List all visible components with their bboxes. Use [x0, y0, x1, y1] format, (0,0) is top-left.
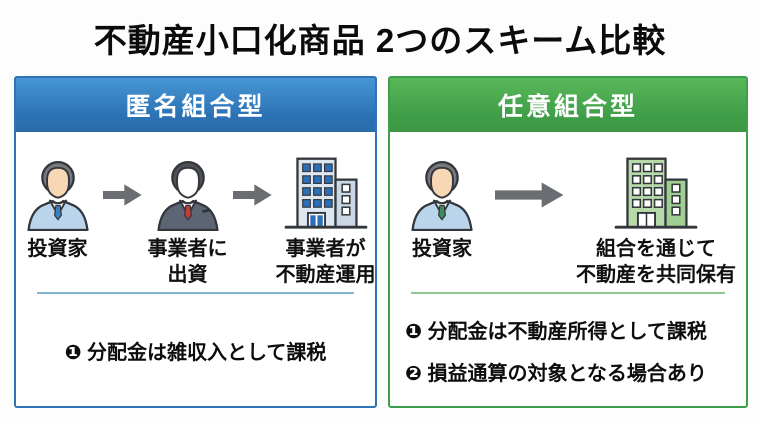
- flow-step-label-line: 組合を通じて: [596, 238, 716, 260]
- panel-anonymous-partnership: 匿名組合型 投資家: [14, 76, 377, 408]
- flow-step-label-line: 事業者に: [147, 238, 228, 260]
- section-divider: [411, 292, 725, 294]
- flow-step-business-operator: 事業者に 出資: [146, 149, 230, 289]
- flow-step-label: 事業者が 不動産運用: [276, 236, 376, 289]
- section-divider: [37, 292, 354, 294]
- arrow-right-icon: [495, 178, 565, 217]
- notes-right: ❶ 分配金は不動産所得として課税 ❷ 損益通算の対象となる場合あり: [390, 294, 746, 406]
- panel-voluntary-partnership: 任意組合型 投資家: [388, 76, 748, 408]
- flow-step-investor: 投資家: [400, 149, 484, 262]
- panel-body-voluntary: 投資家: [390, 132, 746, 406]
- office-building-icon: [612, 149, 700, 231]
- note-item: ❶ 分配金は不動産所得として課税: [405, 320, 707, 343]
- flow-step-real-estate: 組合を通じて 不動産を共同保有: [576, 149, 736, 289]
- investor-person-icon: [16, 149, 100, 231]
- panel-header-anonymous: 匿名組合型: [16, 78, 375, 132]
- notes-left: ❶ 分配金は雑収入として課税: [16, 294, 375, 406]
- investor-person-icon: [400, 149, 484, 231]
- office-building-icon: [282, 149, 370, 231]
- flow-step-label: 投資家: [28, 236, 88, 262]
- note-item: ❶ 分配金は雑収入として課税: [64, 341, 327, 364]
- page-title: 不動産小口化商品 2つのスキーム比較: [93, 22, 667, 59]
- flow-diagram-left: 投資家: [16, 132, 376, 292]
- business-operator-person-icon: [146, 149, 230, 231]
- flow-step-label-line: 投資家: [27, 238, 88, 260]
- flow-step-label-line: 不動産を共同保有: [576, 264, 736, 287]
- flow-step-real-estate: 事業者が 不動産運用: [276, 149, 376, 289]
- arrow-right-icon: [232, 178, 273, 217]
- flow-step-label-line: 事業者が: [285, 238, 366, 260]
- flow-step-label-line: 投資家: [412, 238, 472, 260]
- flow-step-label-line: 不動産運用: [275, 264, 376, 287]
- panel-body-anonymous: 投資家: [16, 132, 376, 406]
- flow-step-investor: 投資家: [16, 149, 100, 262]
- flow-step-label: 事業者に 出資: [148, 236, 228, 289]
- note-item: ❷ 損益通算の対象となる場合あり: [405, 362, 707, 385]
- flow-diagram-right: 投資家: [390, 132, 746, 292]
- flow-step-label-line: 出資: [167, 264, 208, 287]
- flow-step-label: 投資家: [412, 236, 472, 262]
- panel-header-voluntary: 任意組合型: [390, 78, 746, 132]
- flow-step-label: 組合を通じて 不動産を共同保有: [576, 236, 736, 289]
- arrow-right-icon: [102, 178, 143, 217]
